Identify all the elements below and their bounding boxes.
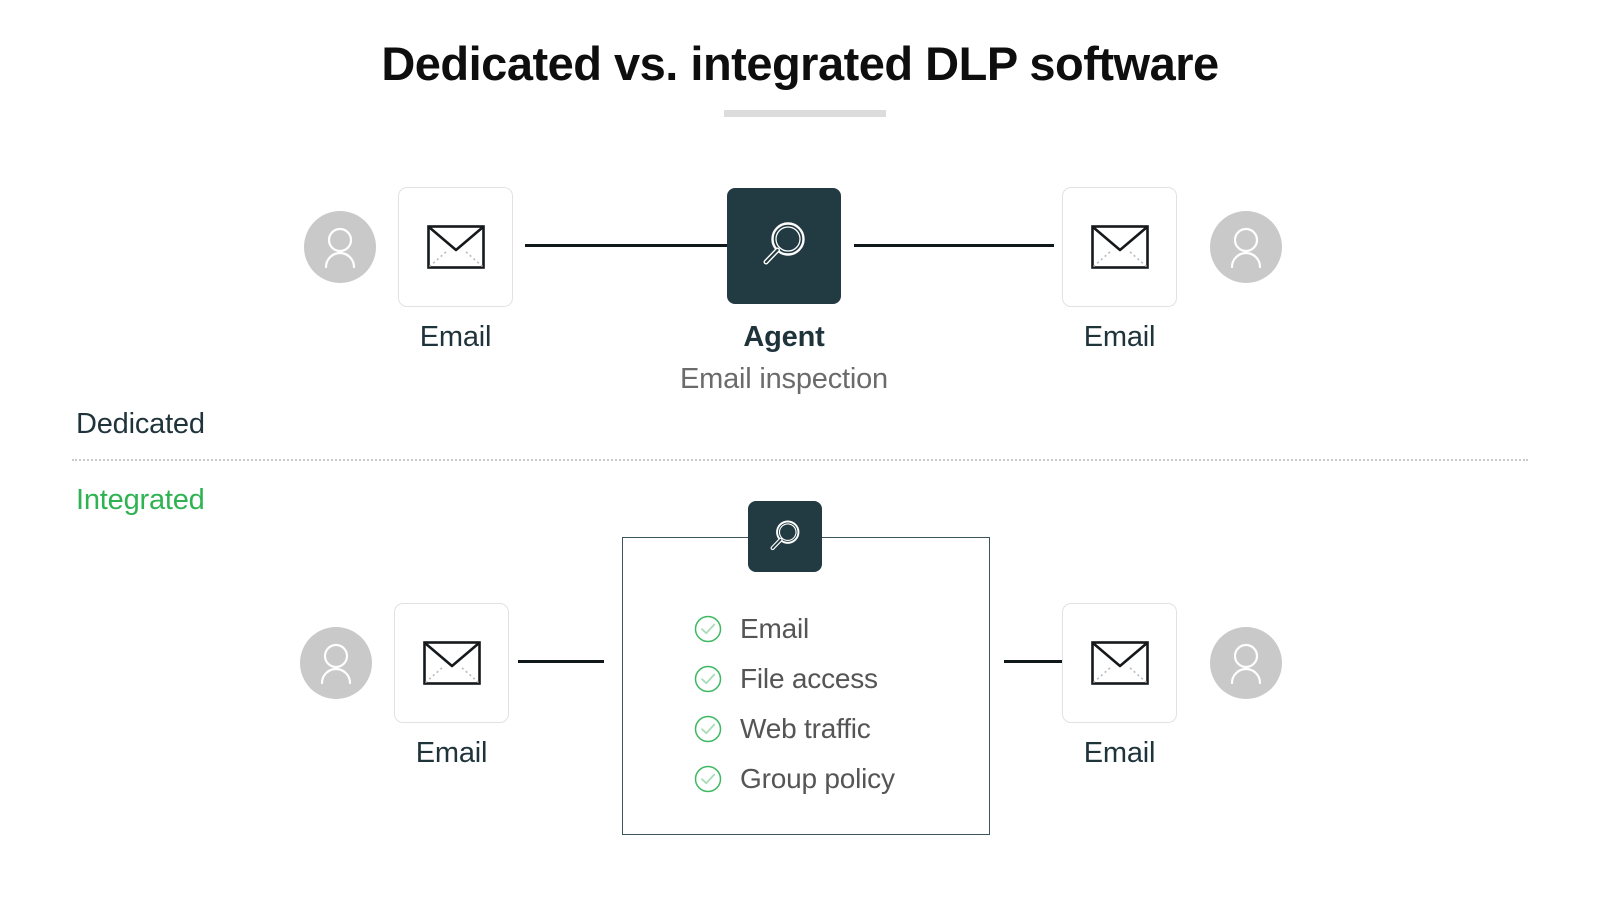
list-item: Web traffic [694,704,994,754]
check-circle-icon [694,715,722,743]
list-item-label: File access [740,663,878,694]
capability-check-list: Email File access Web traffic [694,604,994,804]
list-item: Group policy [694,754,994,804]
check-circle-icon [694,765,722,793]
magnifier-icon [763,222,805,265]
list-item-label: Web traffic [740,713,871,744]
email-card-integrated-right[interactable] [1062,603,1177,723]
check-circle-icon [694,615,722,643]
section-divider [72,459,1528,461]
list-item-label: Group policy [740,763,895,794]
envelope-icon [422,641,481,685]
agent-badge-integrated[interactable] [748,501,822,572]
email-card-dedicated-left[interactable] [398,187,513,307]
email-caption-dedicated-right: Email [1083,321,1156,353]
email-caption-integrated-left: Email [415,737,488,769]
section-label-dedicated: Dedicated [76,408,205,440]
connector-line-dedicated-right [854,244,1054,247]
avatar [304,211,376,283]
avatar [300,627,372,699]
page-title: Dedicated vs. integrated DLP software [381,37,1219,90]
agent-subtitle-dedicated: Email inspection [680,363,888,395]
person-avatar-icon [320,643,352,685]
envelope-icon [1090,225,1149,269]
email-caption-dedicated-left: Email [419,321,492,353]
list-item: File access [694,654,994,704]
envelope-icon [426,225,485,269]
agent-title-dedicated: Agent [743,321,825,353]
section-label-integrated: Integrated [76,484,205,516]
envelope-icon [1090,641,1149,685]
list-item-label: Email [740,613,810,644]
connector-line-dedicated-left [525,244,727,247]
email-caption-integrated-right: Email [1083,737,1156,769]
person-avatar-icon [1230,227,1262,269]
check-circle-icon [694,665,722,693]
avatar [1210,211,1282,283]
email-card-integrated-left[interactable] [394,603,509,723]
magnifier-icon [770,520,800,550]
connector-line-integrated-right [1004,660,1090,663]
person-avatar-icon [324,227,356,269]
title-underline-rule [724,110,886,117]
person-avatar-icon [1230,643,1262,685]
list-item: Email [694,604,994,654]
agent-box-dedicated[interactable] [727,188,841,304]
connector-line-integrated-left [518,660,604,663]
avatar [1210,627,1282,699]
email-card-dedicated-right[interactable] [1062,187,1177,307]
